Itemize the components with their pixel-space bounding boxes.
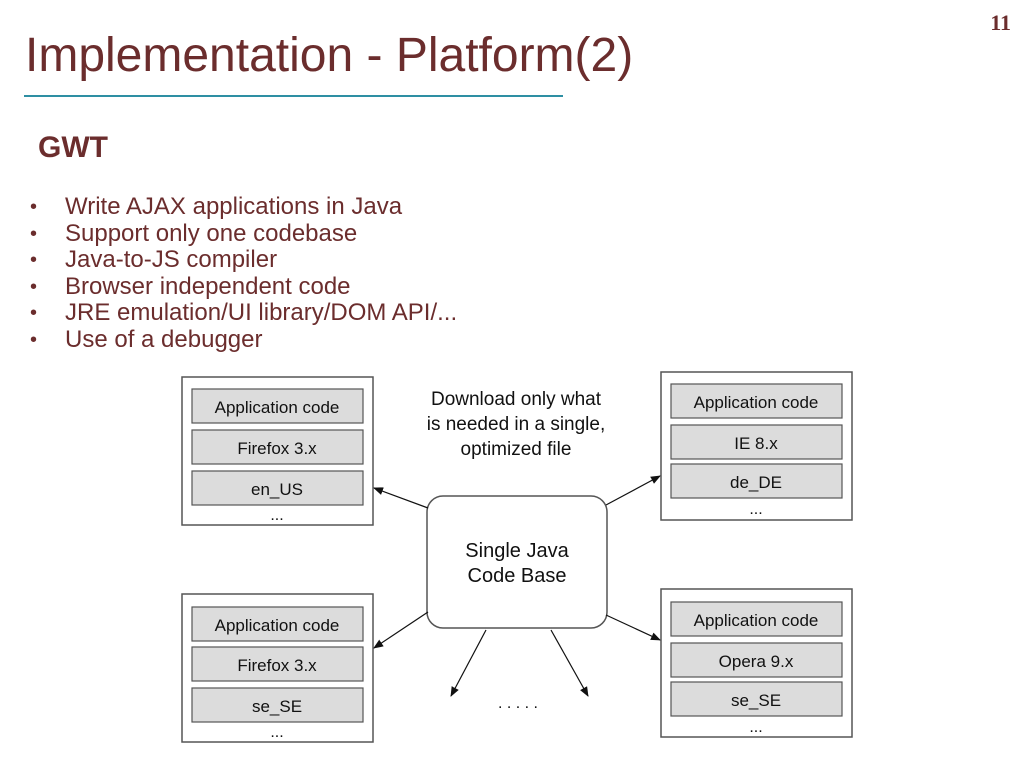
cell-browser	[191, 429, 364, 465]
cell-label: Opera 9.x	[719, 652, 794, 671]
section-heading: GWT	[38, 131, 108, 164]
center-label: Code Base	[468, 565, 567, 587]
cell-application-code	[191, 606, 364, 642]
panel-top-left: Application code Firefox 3.x en_US ...	[181, 376, 374, 526]
cell-label: Firefox 3.x	[237, 439, 317, 458]
cell-locale	[191, 470, 364, 506]
bullet-item: JRE emulation/UI library/DOM API/...	[30, 300, 457, 327]
note-line: is needed in a single,	[427, 414, 606, 435]
cell-application-code	[191, 388, 364, 424]
cell-label: se_SE	[731, 691, 781, 710]
cell-browser	[670, 642, 843, 678]
cell-label: en_US	[251, 480, 303, 499]
panel-bottom-left: Application code Firefox 3.x se_SE ...	[181, 593, 374, 743]
title-underline	[24, 95, 563, 97]
panel-ellipsis: ...	[749, 719, 762, 736]
bullet-item: Support only one codebase	[30, 220, 457, 248]
cell-locale	[191, 687, 364, 723]
arrow-down-right	[550, 629, 589, 697]
cell-locale	[670, 681, 843, 717]
cell-application-code	[670, 601, 843, 637]
panel-ellipsis: ...	[749, 501, 762, 518]
arrow-to-top-right	[605, 475, 661, 506]
single-code-base-box: Single Java Code Base	[426, 495, 608, 629]
panel-bottom-right: Application code Opera 9.x se_SE ...	[660, 588, 853, 738]
panel-top-right: Application code IE 8.x de_DE ...	[660, 371, 853, 521]
bullet-item: Java-to-JS compiler	[30, 247, 457, 274]
cell-label: Application code	[694, 611, 819, 630]
cell-browser	[670, 424, 843, 460]
slide-title: Implementation - Platform(2)	[25, 29, 634, 82]
bullet-list: Write AJAX applications in Java Support …	[30, 193, 457, 354]
cell-label: Application code	[694, 393, 819, 412]
cell-label: Application code	[215, 616, 340, 635]
cell-browser	[191, 646, 364, 682]
bullet-item: Write AJAX applications in Java	[30, 193, 457, 221]
cell-locale	[670, 463, 843, 499]
arrow-to-top-left	[373, 487, 429, 509]
note-line: optimized file	[461, 439, 572, 460]
center-label: Single Java	[465, 540, 569, 562]
cell-label: de_DE	[730, 473, 782, 492]
note-line: Download only what	[431, 389, 602, 410]
bullet-item: Use of a debugger	[30, 326, 457, 354]
panel-ellipsis: ...	[270, 724, 283, 741]
panel-ellipsis: ...	[270, 507, 283, 524]
page-number: 11	[990, 10, 1011, 35]
download-note: Download only what is needed in a single…	[427, 389, 606, 460]
cell-label: Application code	[215, 398, 340, 417]
arrow-to-bottom-left	[373, 611, 429, 649]
cell-label: IE 8.x	[734, 434, 778, 453]
arrow-to-bottom-right	[605, 614, 661, 641]
arrow-down-left	[450, 629, 487, 697]
more-targets-ellipsis: . . . . .	[498, 695, 538, 712]
cell-application-code	[670, 383, 843, 419]
cell-label: se_SE	[252, 697, 302, 716]
bullet-item: Browser independent code	[30, 273, 457, 301]
cell-label: Firefox 3.x	[237, 656, 317, 675]
